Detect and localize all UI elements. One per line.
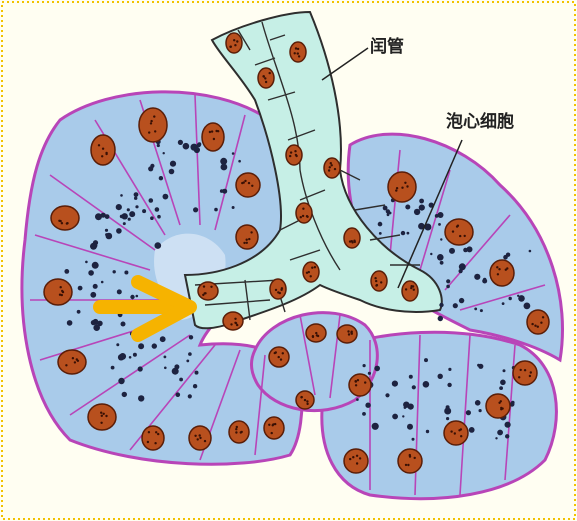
nucleus [264, 417, 284, 439]
nucleus [51, 206, 79, 230]
nucleus [371, 271, 387, 291]
nucleus [402, 281, 418, 301]
nucleus [223, 312, 243, 330]
nucleus [91, 135, 115, 165]
nucleus [88, 404, 116, 430]
nucleus [344, 228, 360, 248]
nucleus [296, 203, 312, 223]
nucleus [303, 262, 319, 282]
nucleus [198, 282, 218, 300]
nucleus [490, 260, 514, 286]
centroacinar-cell-label: 泡心细胞 [446, 111, 514, 132]
nucleus [527, 310, 549, 334]
nucleus [398, 449, 422, 473]
nucleus [444, 421, 468, 445]
intercalated-duct-label: 闰管 [370, 36, 404, 57]
nucleus [349, 374, 371, 396]
nucleus [58, 350, 86, 374]
nucleus [229, 421, 249, 443]
nucleus [139, 108, 167, 142]
nucleus [236, 225, 258, 249]
nucleus [513, 361, 537, 385]
nucleus [44, 279, 72, 305]
nucleus [202, 123, 224, 151]
nucleus [142, 426, 164, 450]
nucleus [337, 325, 357, 343]
nucleus [270, 279, 286, 299]
nucleus [324, 158, 340, 178]
nucleus [290, 42, 306, 62]
nucleus [226, 33, 242, 53]
nucleus [286, 145, 302, 165]
nucleus [344, 449, 368, 473]
nucleus [486, 394, 510, 418]
nucleus [445, 219, 473, 245]
nucleus [236, 173, 260, 197]
